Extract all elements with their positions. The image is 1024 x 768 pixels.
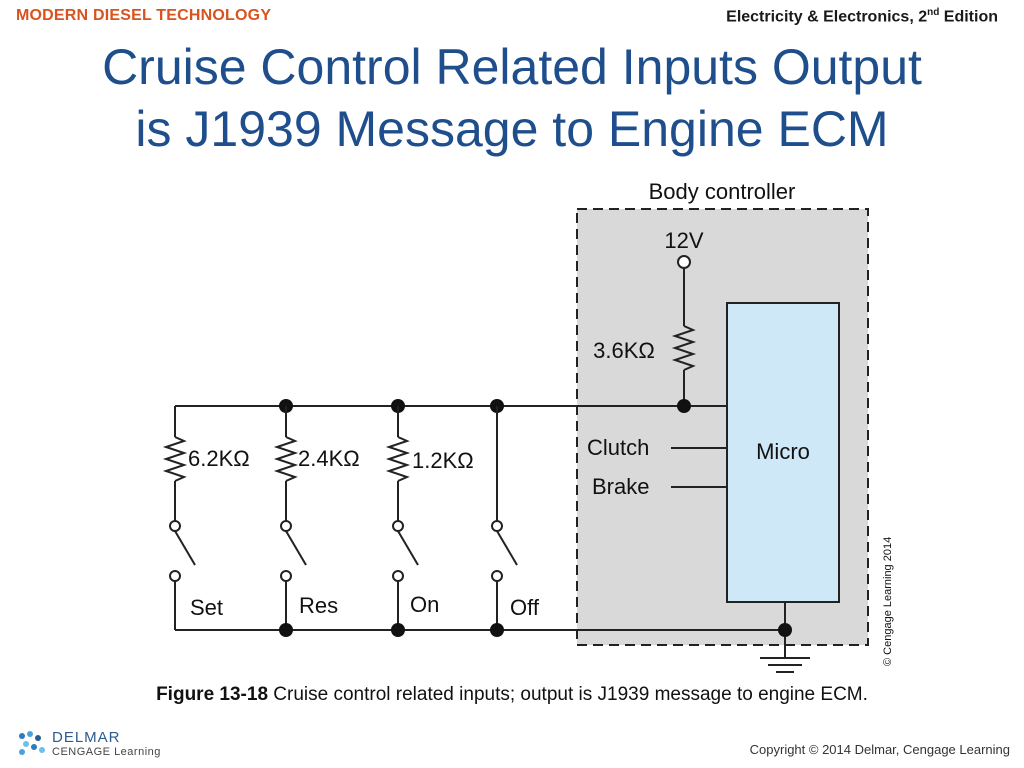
on-switch-contact-top [392,520,404,532]
res-switch-contact-top [280,520,292,532]
copyright-notice: Copyright © 2014 Delmar, Cengage Learnin… [749,742,1010,757]
delmar-logo-text: DELMAR CENGAGE Learning [52,730,161,760]
pullup-junction [677,399,691,413]
on-switch-blade [397,530,419,566]
set-resistor [162,436,188,482]
on-switch-label: On [410,592,439,617]
res-switch-blade [285,530,307,566]
publisher-brand: MODERN DIESEL TECHNOLOGY [16,7,272,24]
off-junction-bottom [490,623,504,637]
body-controller-label: Body controller [649,179,796,204]
micro-box [726,302,840,603]
logo-name: DELMAR [52,729,121,746]
res-resistor [273,436,299,482]
clutch-label: Clutch [587,435,649,460]
set-switch-contact-bottom [169,570,181,582]
on-resistor [385,436,411,482]
title-line-2: is J1939 Message to Engine ECM [135,101,889,157]
micro-label: Micro [756,439,810,464]
res-junction-bottom [279,623,293,637]
res-resistor-label: 2.4KΩ [298,446,360,471]
pullup-label: 3.6KΩ [593,338,655,363]
book-edition: Electricity & Electronics, 2nd Edition [726,7,998,26]
logo-sub: CENGAGE Learning [52,746,161,758]
off-switch-contact-top [491,520,503,532]
figure-text: Cruise control related inputs; output is… [268,684,868,705]
title-line-1: Cruise Control Related Inputs Output [102,39,922,95]
on-switch-contact-bottom [392,570,404,582]
pullup-resistor [671,325,697,371]
set-switch-label: Set [190,595,223,620]
micro-ground-junction [778,623,792,637]
edition-tail: Edition [939,8,998,26]
slide-title: Cruise Control Related Inputs Output is … [0,36,1024,160]
set-switch-blade [174,530,196,566]
on-junction-bottom [391,623,405,637]
edition-sup: nd [927,7,940,18]
delmar-logo-icon [19,731,45,755]
off-switch-blade [496,530,518,566]
copyright-watermark: © Cengage Learning 2014 [882,537,894,666]
off-switch-contact-bottom [491,570,503,582]
supply-label: 12V [664,228,703,253]
res-switch-label: Res [299,593,338,618]
figure-caption: Figure 13-18 Cruise control related inpu… [0,684,1024,706]
brake-label: Brake [592,474,649,499]
supply-terminal [677,255,691,269]
figure-label: Figure 13-18 [156,684,269,705]
set-switch-contact-top [169,520,181,532]
on-resistor-label: 1.2KΩ [412,448,474,473]
off-switch-label: Off [510,595,540,620]
edition-main: Electricity & Electronics, 2 [726,8,928,26]
res-switch-contact-bottom [280,570,292,582]
set-resistor-label: 6.2KΩ [188,446,250,471]
